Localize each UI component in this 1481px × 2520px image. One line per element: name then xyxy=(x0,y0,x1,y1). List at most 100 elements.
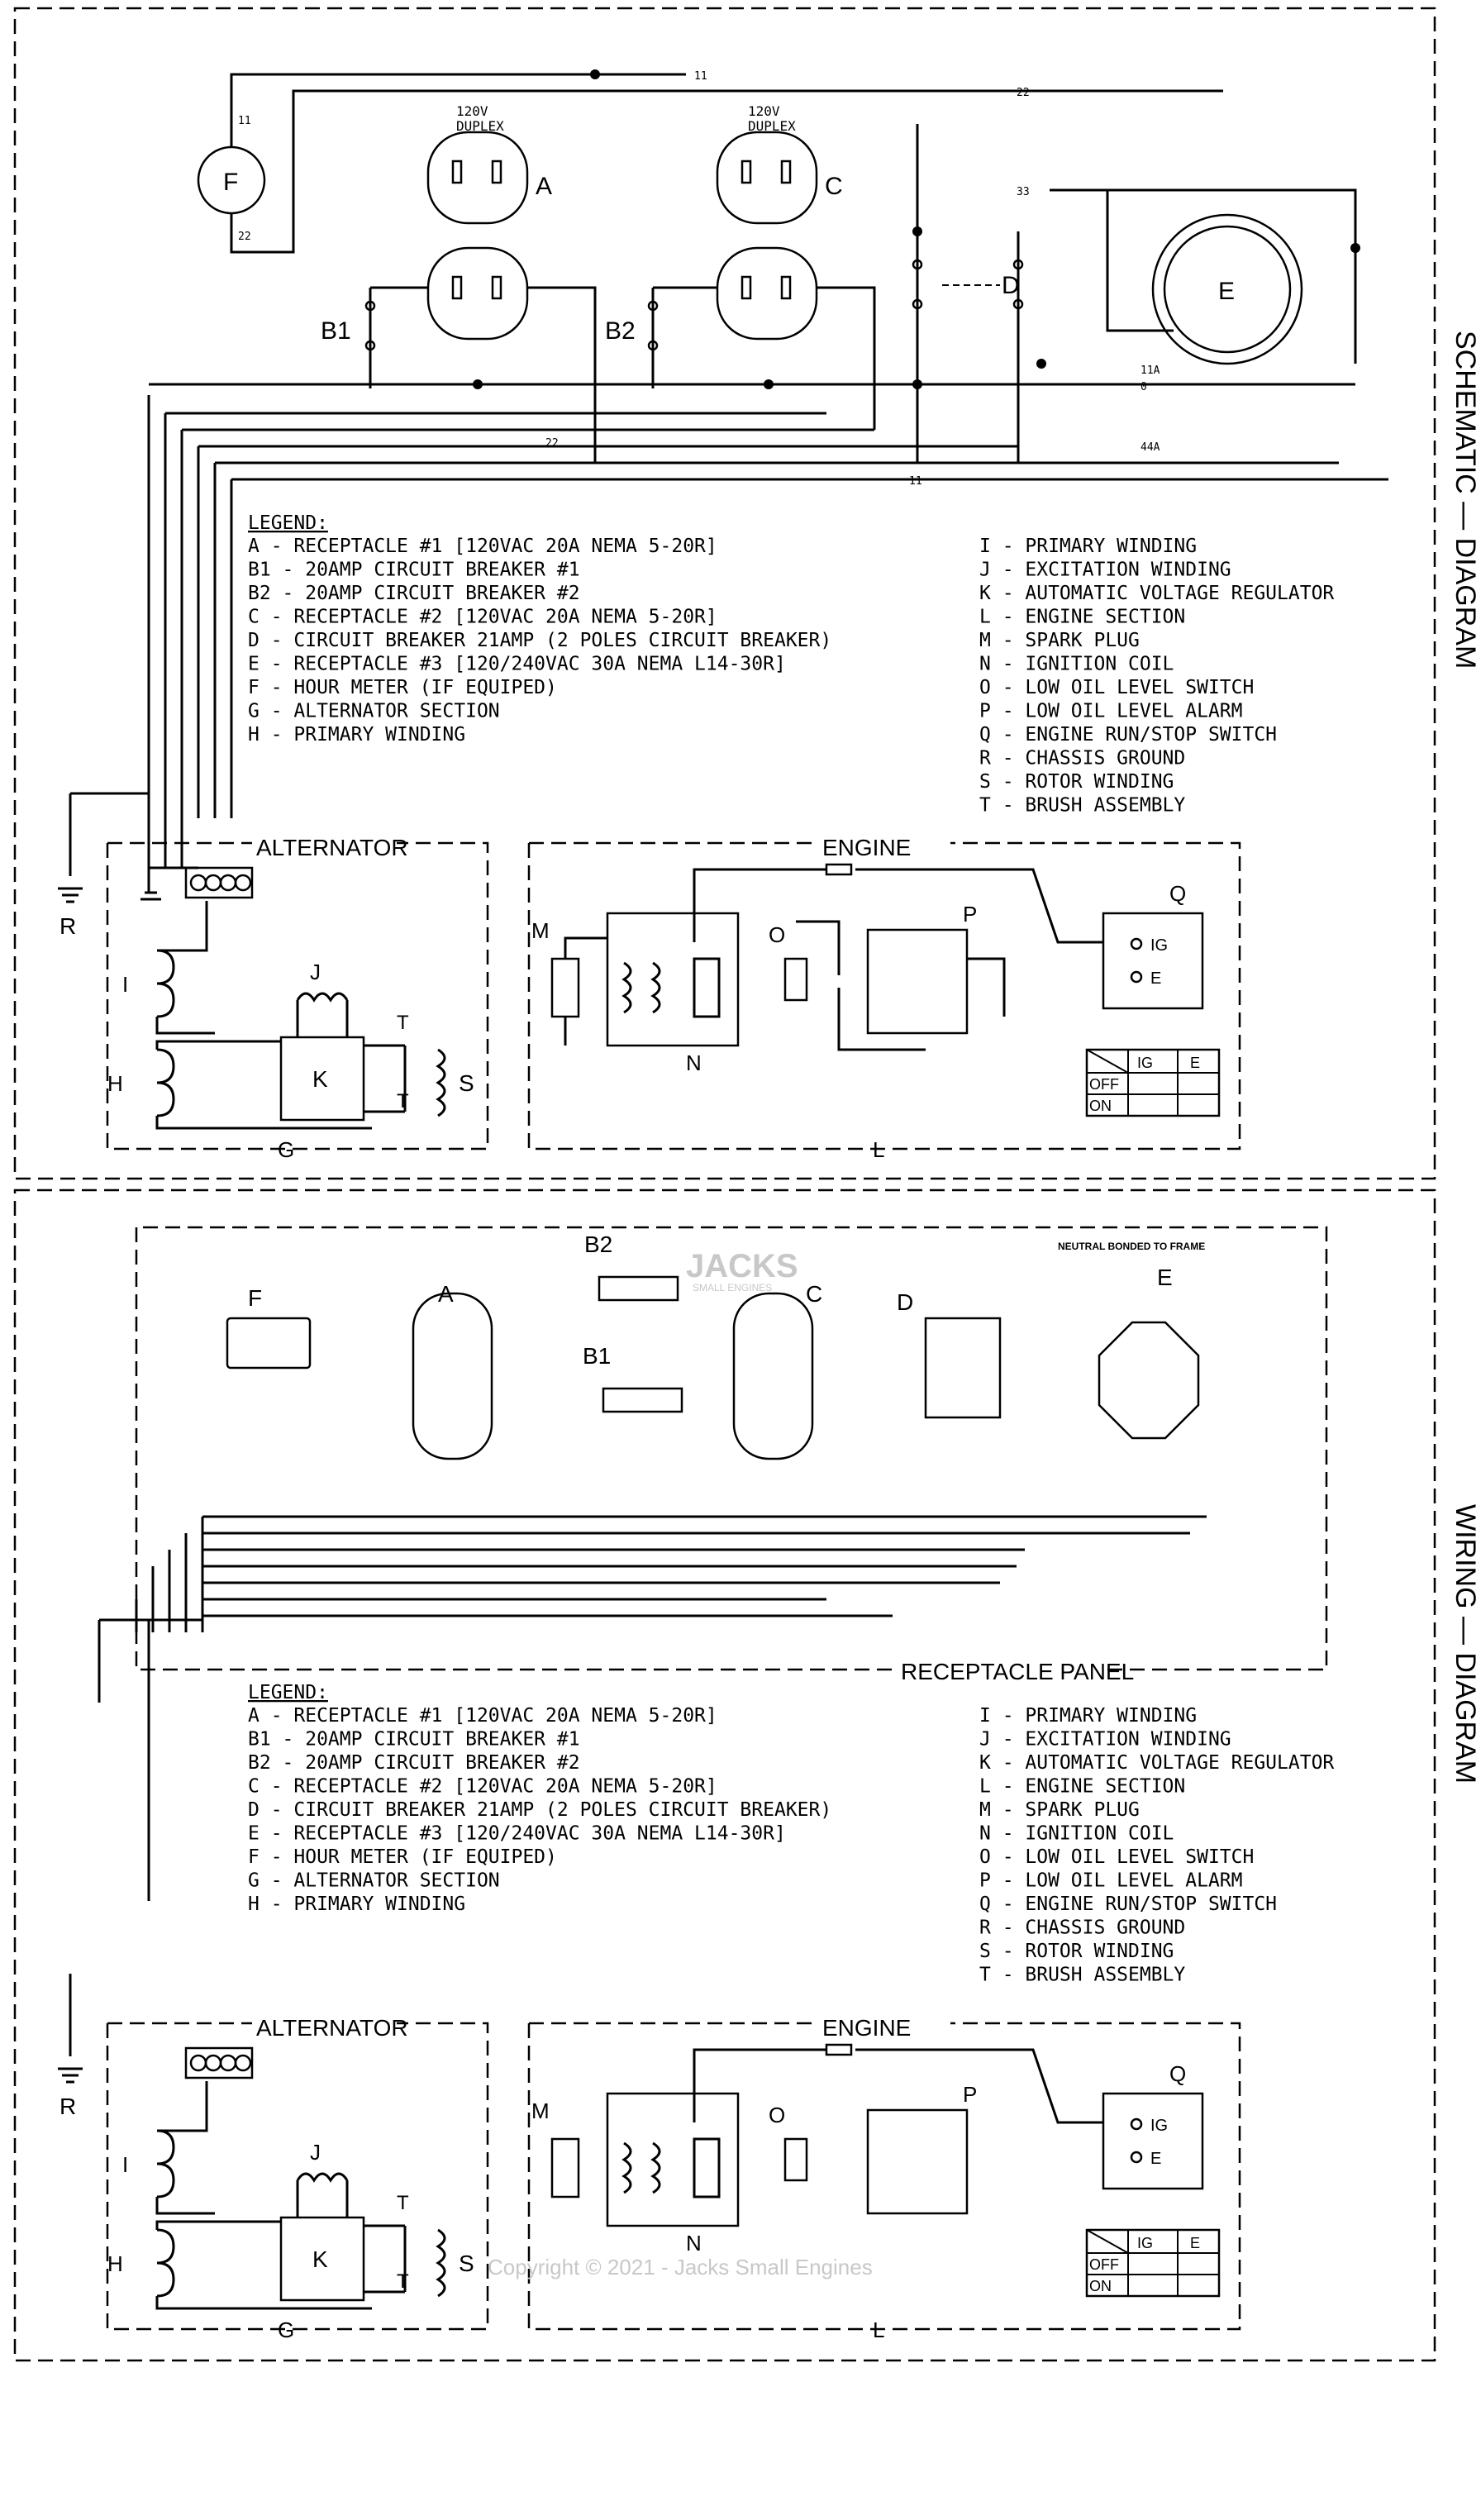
svg-text:N: N xyxy=(686,2231,702,2256)
legend-left-list-2: A - RECEPTACLE #1 [120VAC 20A NEMA 5-20R… xyxy=(248,1705,831,1915)
legend-item: I - PRIMARY WINDING xyxy=(979,536,1197,557)
svg-text:ENGINE: ENGINE xyxy=(822,2015,911,2041)
svg-text:H: H xyxy=(107,2251,123,2276)
legend-item: E - RECEPTACLE #3 [120/240VAC 30A NEMA L… xyxy=(248,1823,786,1845)
label-J: J xyxy=(310,960,321,984)
svg-text:T: T xyxy=(397,2192,409,2214)
legend-item: G - ALTERNATOR SECTION xyxy=(248,1870,500,1892)
watermark-sub: SMALL ENGINES xyxy=(693,1282,772,1293)
legend-item: S - ROTOR WINDING xyxy=(979,771,1174,793)
svg-text:22: 22 xyxy=(545,437,559,450)
legend-item: J - EXCITATION WINDING xyxy=(979,1729,1231,1751)
legend-item: B1 - 20AMP CIRCUIT BREAKER #1 xyxy=(248,560,580,581)
w-label-F: F xyxy=(248,1285,262,1311)
legend-item: O - LOW OIL LEVEL SWITCH xyxy=(979,677,1254,698)
svg-text:E: E xyxy=(1190,2235,1200,2251)
switch-table xyxy=(1085,1048,1221,1117)
label-N: N xyxy=(686,1050,702,1075)
engine-section-wiring: ENGINE M N O P Q IG E IG E OFF ON L xyxy=(527,2015,1241,2342)
label-D: D xyxy=(1002,272,1020,299)
legend-item: B1 - 20AMP CIRCUIT BREAKER #1 xyxy=(248,1729,580,1751)
legend-item: R - CHASSIS GROUND xyxy=(979,1917,1185,1939)
label-G: G xyxy=(278,1137,294,1162)
legend-schematic: LEGEND: A - RECEPTACLE #1 [120VAC 20A NE… xyxy=(248,512,1334,817)
svg-text:11: 11 xyxy=(694,70,707,83)
legend-item: Q - ENGINE RUN/STOP SWITCH xyxy=(979,1894,1277,1915)
label-F: F xyxy=(223,169,238,196)
neutral-note: NEUTRAL BONDED TO FRAME xyxy=(1058,1241,1205,1252)
legend-item: M - SPARK PLUG xyxy=(979,630,1140,651)
alternator-section-wiring: ALTERNATOR R I H J K T T S G xyxy=(58,1974,489,2342)
legend-item: L - ENGINE SECTION xyxy=(979,607,1185,628)
label-C: C xyxy=(825,173,843,200)
label-E: E xyxy=(1218,278,1235,305)
legend-item: K - AUTOMATIC VOLTAGE REGULATOR xyxy=(979,1752,1334,1774)
label-K: K xyxy=(312,1066,328,1092)
label-A: A xyxy=(536,173,552,200)
svg-text:ALTERNATOR: ALTERNATOR xyxy=(256,2015,408,2041)
label-T2: T xyxy=(397,1090,409,1112)
legend-item: S - ROTOR WINDING xyxy=(979,1941,1174,1962)
w-label-D: D xyxy=(897,1289,913,1315)
svg-text:T: T xyxy=(397,2270,409,2293)
legend-item: N - IGNITION COIL xyxy=(979,1823,1174,1845)
legend-item: L - ENGINE SECTION xyxy=(979,1776,1185,1798)
svg-text:R: R xyxy=(60,2094,76,2119)
svg-text:E: E xyxy=(1150,2150,1161,2168)
label-R: R xyxy=(60,913,76,939)
label-L: L xyxy=(873,1137,884,1162)
w-label-E: E xyxy=(1157,1265,1173,1290)
svg-text:I: I xyxy=(122,2152,128,2177)
legend-item: T - BRUSH ASSEMBLY xyxy=(979,795,1185,817)
legend-heading-2: LEGEND: xyxy=(248,1682,328,1703)
svg-text:S: S xyxy=(459,2251,474,2276)
legend-item: H - PRIMARY WINDING xyxy=(248,1894,465,1915)
alternator-section-schematic: ALTERNATOR R I H J K T T S G xyxy=(58,792,489,1162)
legend-item: O - LOW OIL LEVEL SWITCH xyxy=(979,1846,1254,1868)
legend-item: A - RECEPTACLE #1 [120VAC 20A NEMA 5-20R… xyxy=(248,1705,717,1727)
svg-text:IG: IG xyxy=(1137,1055,1153,1071)
watermark-copyright: Copyright © 2021 - Jacks Small Engines xyxy=(488,2255,873,2279)
svg-text:22: 22 xyxy=(238,231,251,243)
schematic-side-title: SCHEMATIC — DIAGRAM xyxy=(1450,331,1481,669)
legend-item: Q - ENGINE RUN/STOP SWITCH xyxy=(979,724,1277,746)
svg-text:OFF: OFF xyxy=(1089,1076,1119,1093)
w-label-C: C xyxy=(806,1281,822,1307)
svg-text:22: 22 xyxy=(1017,87,1030,99)
legend-heading: LEGEND: xyxy=(248,512,328,534)
label-O: O xyxy=(769,922,785,947)
legend-item: K - AUTOMATIC VOLTAGE REGULATOR xyxy=(979,583,1334,604)
legend-item: D - CIRCUIT BREAKER 21AMP (2 POLES CIRCU… xyxy=(248,1799,831,1821)
legend-item: R - CHASSIS GROUND xyxy=(979,748,1185,769)
svg-text:11: 11 xyxy=(909,475,922,488)
w-label-B2: B2 xyxy=(584,1231,612,1257)
svg-text:ON: ON xyxy=(1089,2278,1112,2294)
legend-item: P - LOW OIL LEVEL ALARM xyxy=(979,1870,1243,1892)
svg-text:E: E xyxy=(1190,1055,1200,1071)
label-Q: Q xyxy=(1169,881,1186,906)
legend-item: M - SPARK PLUG xyxy=(979,1799,1140,1821)
svg-text:11A: 11A xyxy=(1141,364,1160,377)
engine-section-schematic: ENGINE M N O P Q IG E IG E OFF ON L xyxy=(527,835,1241,1162)
legend-item: E - RECEPTACLE #3 [120/240VAC 30A NEMA L… xyxy=(248,654,786,675)
legend-item: C - RECEPTACLE #2 [120VAC 20A NEMA 5-20R… xyxy=(248,1776,717,1798)
legend-item: J - EXCITATION WINDING xyxy=(979,560,1231,581)
legend-right-list: I - PRIMARY WINDING J - EXCITATION WINDIN… xyxy=(979,536,1334,817)
legend-item: B2 - 20AMP CIRCUIT BREAKER #2 xyxy=(248,583,580,604)
label-B2: B2 xyxy=(605,317,636,345)
wiring-side-title: WIRING — DIAGRAM xyxy=(1450,1504,1481,1784)
legend-item: T - BRUSH ASSEMBLY xyxy=(979,1965,1185,1986)
avr-box xyxy=(279,1036,365,1122)
legend-item: A - RECEPTACLE #1 [120VAC 20A NEMA 5-20R… xyxy=(248,536,717,557)
svg-text:J: J xyxy=(310,2140,321,2165)
legend-item: P - LOW OIL LEVEL ALARM xyxy=(979,701,1243,722)
alternator-label: ALTERNATOR xyxy=(256,835,408,860)
legend-item: G - ALTERNATOR SECTION xyxy=(248,701,500,722)
svg-text:Q: Q xyxy=(1169,2061,1186,2086)
watermark-logo: JACKS xyxy=(686,1248,798,1284)
legend-left-list: A - RECEPTACLE #1 [120VAC 20A NEMA 5-20R… xyxy=(248,536,831,746)
